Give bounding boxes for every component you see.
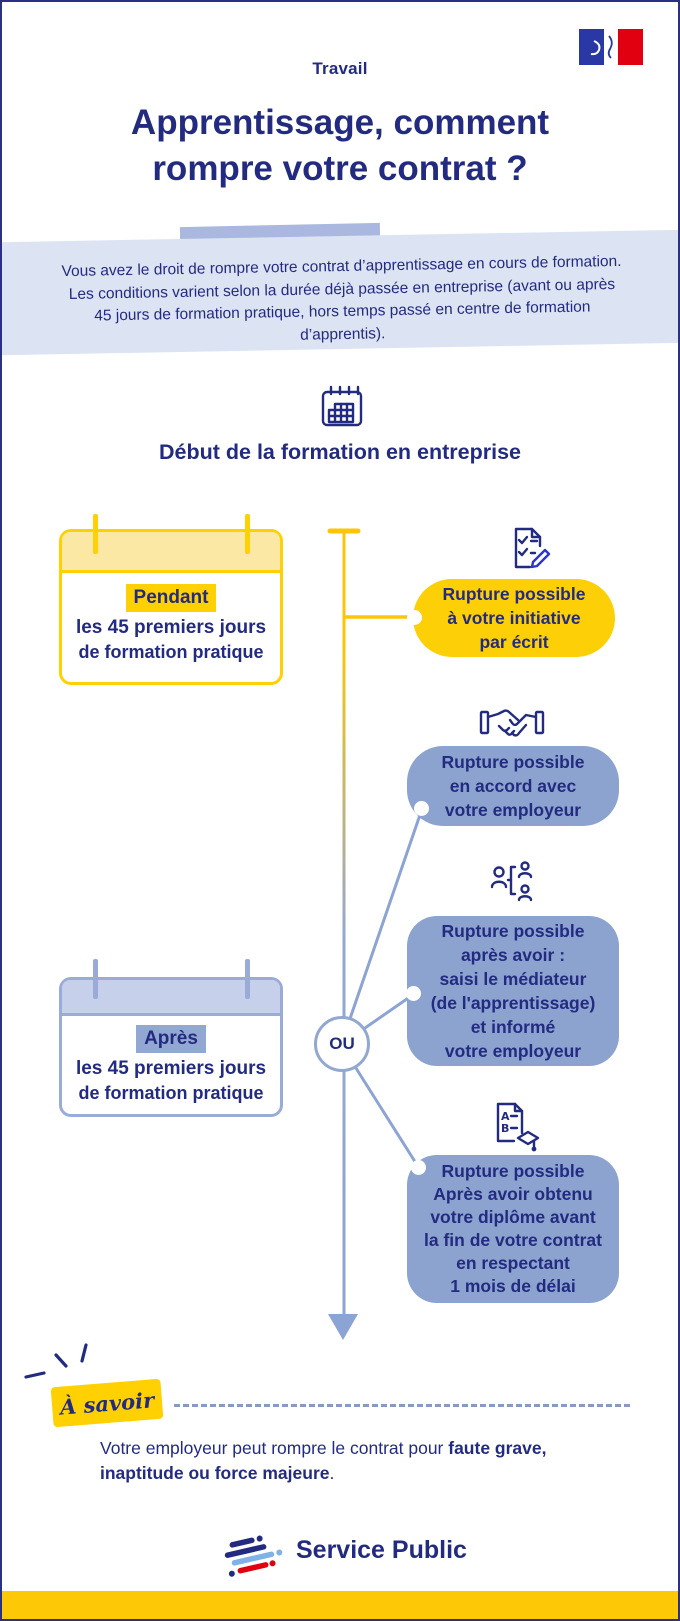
period-line1: les 45 premiers jours: [75, 1058, 267, 1079]
note-text-normal: Votre employeur peut rompre le contrat p…: [100, 1438, 449, 1458]
period-highlight: Pendant: [125, 584, 217, 612]
intro-text: Vous avez le droit de rompre votre contr…: [61, 252, 622, 344]
mediator-people-icon: [488, 856, 538, 906]
bubble-line: en accord avec: [449, 776, 577, 796]
bubble-line: 1 mois de délai: [450, 1276, 576, 1296]
period-card-text: Après les 45 premiers jours de formation…: [62, 1025, 280, 1106]
calendar-ring: [93, 514, 98, 554]
period-highlight: Après: [136, 1025, 206, 1053]
period-card-pendant: Pendant les 45 premiers jours de formati…: [59, 529, 283, 685]
diploma-icon: A B: [488, 1100, 540, 1152]
note-text-bold: inaptitude ou force majeure: [100, 1462, 330, 1483]
option-bubble-mediateur: Rupture possible après avoir : saisi le …: [407, 916, 619, 1066]
or-label: OU: [329, 1034, 355, 1053]
checklist-pen-icon: [504, 524, 552, 572]
french-government-flag-icon: [579, 29, 643, 65]
connector-dot: [407, 610, 422, 625]
bubble-line: et informé: [470, 1017, 556, 1037]
connector-dot: [411, 1160, 426, 1175]
option-bubble-diplome: Rupture possible Après avoir obtenu votr…: [407, 1155, 619, 1303]
page-title: Apprentissage, comment rompre votre cont…: [2, 100, 678, 192]
calendar-card-header: [62, 532, 280, 573]
bubble-line: Rupture possible: [441, 752, 585, 772]
section-title: Début de la formation en entreprise: [159, 440, 521, 464]
svg-text:A: A: [501, 1110, 510, 1123]
bubble-line: Rupture possible: [441, 1161, 585, 1181]
calendar-card-header: [62, 980, 280, 1016]
calendar-ring: [93, 959, 98, 999]
service-public-logo-icon: [219, 1528, 291, 1580]
title-line-1: Apprentissage, comment: [130, 103, 550, 142]
connector-dot: [414, 801, 429, 816]
bubble-line: (de l'apprentissage): [430, 993, 596, 1013]
bubble-line: votre employeur: [444, 1041, 582, 1061]
option-bubble-initiative: Rupture possible à votre initiative par …: [413, 579, 615, 657]
note-text-bold: faute grave,: [448, 1438, 547, 1458]
period-line2: de formation pratique: [78, 1083, 264, 1103]
option-bubble-accord: Rupture possible en accord avec votre em…: [407, 746, 619, 826]
bottom-accent-bar: [2, 1591, 678, 1619]
bubble-line: par écrit: [479, 632, 549, 652]
bubble-line: votre diplôme avant: [430, 1207, 596, 1227]
period-card-text: Pendant les 45 premiers jours de formati…: [62, 584, 280, 665]
calendar-ring: [245, 959, 250, 999]
period-card-apres: Après les 45 premiers jours de formation…: [59, 977, 283, 1117]
bubble-line: Après avoir obtenu: [433, 1184, 593, 1204]
a-savoir-badge: À savoir: [50, 1378, 164, 1428]
spark-lines-icon: [20, 1337, 106, 1391]
dashed-divider: [174, 1404, 630, 1407]
handshake-icon: [479, 704, 545, 744]
brand-name: Service Public: [296, 1536, 467, 1564]
bubble-line: votre employeur: [444, 800, 582, 820]
period-line1: les 45 premiers jours: [75, 617, 267, 638]
svg-text:B: B: [501, 1122, 509, 1135]
note-text-normal: .: [329, 1462, 335, 1483]
bubble-line: à votre initiative: [447, 608, 581, 628]
intro-band: Vous avez le droit de rompre votre contr…: [2, 229, 678, 356]
bubble-line: Rupture possible: [442, 584, 586, 604]
calendar-ring: [245, 514, 250, 554]
bubble-line: après avoir :: [460, 945, 566, 965]
note-text: Votre employeur peut rompre le contrat p…: [100, 1436, 602, 1485]
bubble-line: Rupture possible: [441, 921, 585, 941]
bubble-line: la fin de votre contrat: [424, 1230, 602, 1250]
calendar-icon: [318, 383, 366, 431]
bubble-line: en respectant: [456, 1253, 570, 1273]
bubble-line: saisi le médiateur: [439, 969, 587, 989]
or-connector: OU: [314, 1016, 370, 1072]
title-line-2: rompre votre contrat ?: [152, 149, 528, 188]
a-savoir-label: À savoir: [59, 1386, 155, 1420]
category-label: Travail: [312, 59, 368, 78]
period-line2: de formation pratique: [78, 642, 264, 662]
connector-dot: [406, 986, 421, 1001]
